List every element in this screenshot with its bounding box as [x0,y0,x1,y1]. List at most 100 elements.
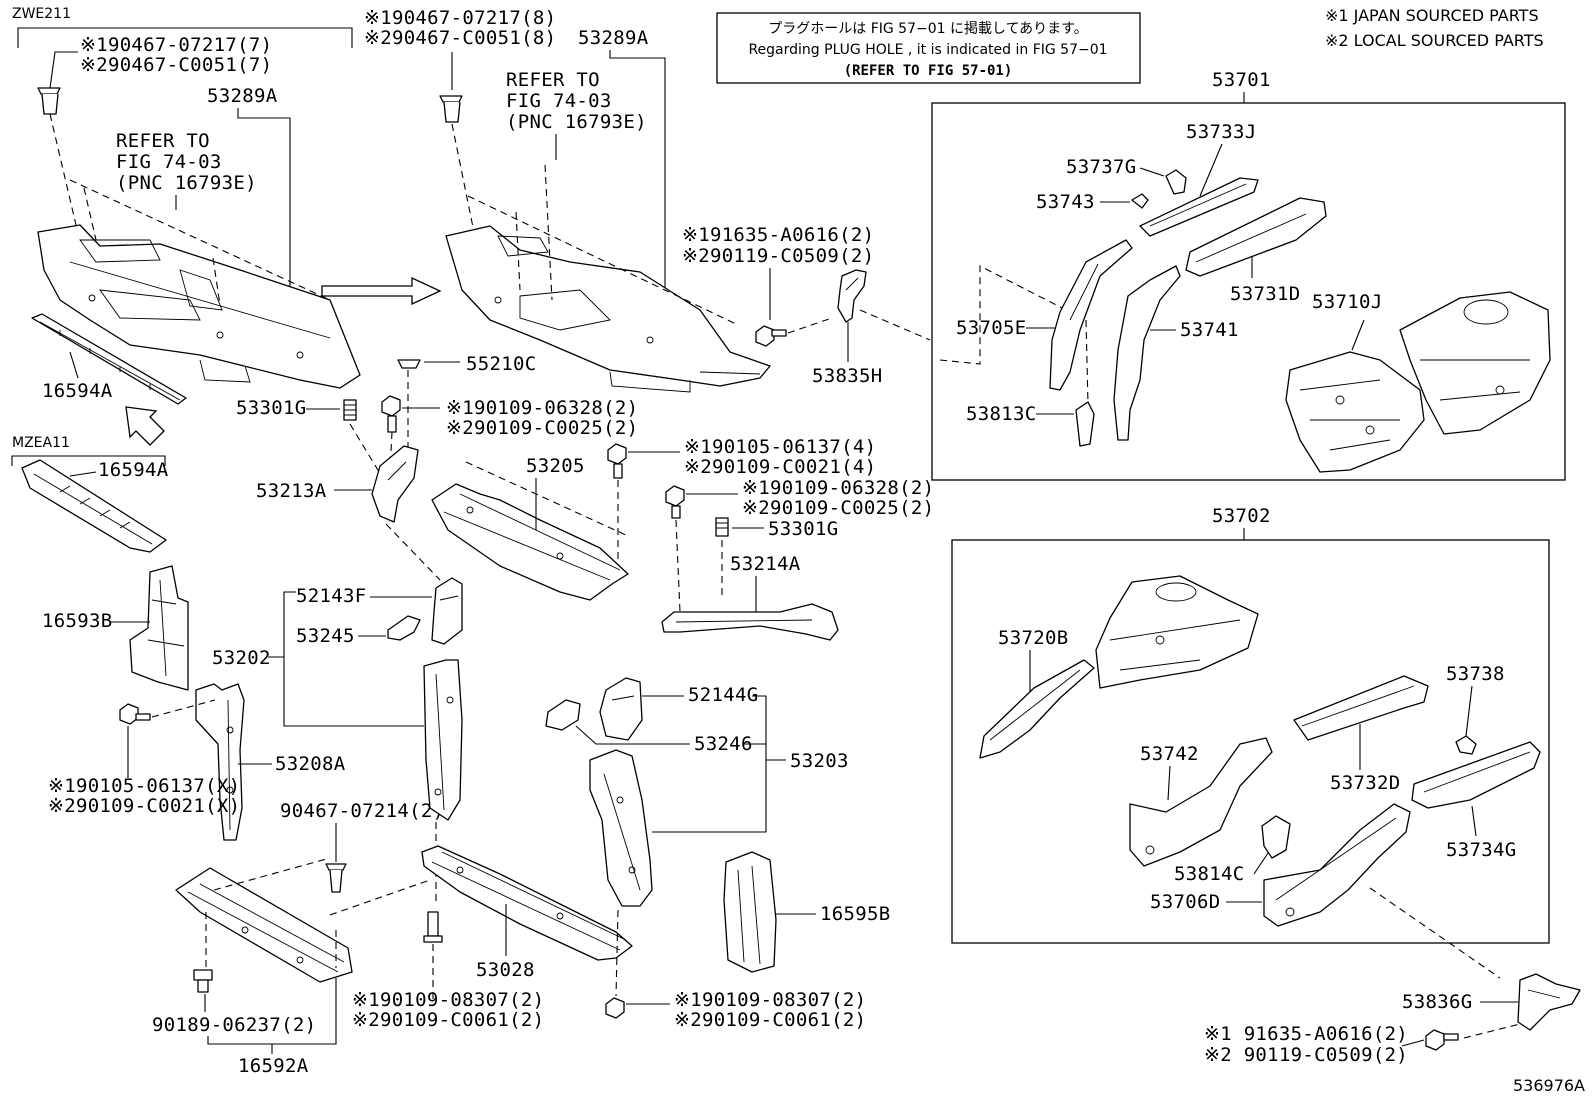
refer-left-1: REFER TO [116,130,210,152]
label-53205: 53205 [526,455,585,477]
label-16594A-top: 16594A [42,380,113,402]
label-53203: 53203 [790,750,849,772]
mzea11-bracket [11,455,166,466]
part-16594A-top [31,313,187,405]
label-53028: 53028 [476,959,535,981]
refer-mid-3: (PNC 16793E) [506,111,647,133]
part-53710J-b [1399,291,1551,435]
label-53741: 53741 [1180,319,1239,341]
label-53202: 53202 [212,647,271,669]
label-53245: 53245 [296,625,355,647]
leader-53289A-left [237,108,291,340]
label-53734G: 53734G [1446,839,1516,861]
part-16593B [129,565,189,691]
bolt-53208A-icon [119,703,151,725]
part-53702-tower [1095,575,1259,689]
label-53706D: 53706D [1150,891,1220,913]
label-53813C: 53813C [966,403,1036,425]
label-53733J: 53733J [1186,121,1256,143]
part-53738 [1455,735,1477,755]
arrow-up [125,406,165,446]
label-bolt-53214-2: ※290109-C0025(2) [742,497,934,519]
clip-90467-icon [325,863,347,893]
label-bolt-53205-2: ※290109-C0021(4) [684,456,876,478]
part-53743 [1131,193,1149,209]
label-53743: 53743 [1036,191,1095,213]
part-53246 [545,699,581,731]
refer-mid-2: FIG 74-03 [506,90,612,112]
label-bolt-53028-2: ※290109-C0061(2) [352,1009,544,1031]
refer-left-3: (PNC 16793E) [116,172,257,194]
leader-53246 [575,725,690,745]
bolt-53205-icon [607,443,627,479]
leader-53202-a [268,591,296,658]
label-53301G-a: 53301G [236,397,306,419]
bolt-53213-icon [381,395,401,433]
refer-left-2: FIG 74-03 [116,151,222,173]
label-bolt-53208A-1: ※190105-06137(X) [48,775,240,797]
label-53214A: 53214A [730,553,801,575]
part-55210C [397,359,421,369]
legend-local: ※2 LOCAL SOURCED PARTS [1325,31,1544,50]
label-53301G-b: 53301G [768,518,838,540]
label-52144G: 52144G [688,684,758,706]
label-53835H: 53835H [812,365,882,387]
label-clip-left-1: ※190467-07217(7) [80,34,272,56]
part-53814C [1261,815,1291,859]
part-53720B [979,659,1095,759]
arrow-right [321,276,442,306]
label-53720B: 53720B [998,627,1068,649]
clip-90189-icon [193,969,213,993]
label-53213A: 53213A [256,480,327,502]
label-bolt-top-1: ※191635-A0616(2) [682,224,874,246]
part-53737G [1165,169,1187,195]
label-bolt-bottom-1: ※1 91635-A0616(2) [1204,1023,1408,1045]
box-53701 [931,102,1566,481]
part-52143F [431,577,463,645]
part-53836G [1517,973,1581,1031]
leader-53203 [652,695,767,833]
part-16595B [723,851,777,973]
label-53731D: 53731D [1230,283,1300,305]
label-clip-mid-2: ※290467-C0051(8) [364,27,556,49]
label-55210C: 55210C [466,353,536,375]
part-53028 [421,845,633,961]
clip-left-icon [37,87,61,115]
label-53814C: 53814C [1174,863,1244,885]
dash-53705E [939,265,1067,365]
part-53301G-b [715,517,729,537]
label-bolt-52144-1: ※190109-08307(2) [674,989,866,1011]
figure-id: 536976A [1513,1076,1585,1095]
label-52143F: 52143F [296,585,366,607]
part-53203 [589,749,653,907]
variant-mzea11: MZEA11 [12,435,70,451]
part-53734G [1411,741,1541,809]
label-53732D: 53732D [1330,772,1400,794]
label-53738: 53738 [1446,663,1505,685]
part-53705E [1049,239,1133,391]
label-53705E: 53705E [956,317,1026,339]
label-bolt-bottom-2: ※2 90119-C0509(2) [1204,1044,1408,1066]
part-53710J [1285,351,1425,473]
part-16592A [175,867,353,983]
label-53289A-mid: 53289A [578,27,649,49]
label-bolt-53208A-2: ※290109-C0021(X) [48,795,240,817]
bolt-53028-icon [423,911,443,943]
refer-mid-1: REFER TO [506,69,600,91]
label-53246: 53246 [694,733,753,755]
label-53836G: 53836G [1402,991,1472,1013]
label-bolt-53213-1: ※190109-06328(2) [446,397,638,419]
part-53835H [837,269,867,323]
label-53701: 53701 [1212,69,1271,91]
label-bolt-53028-1: ※190109-08307(2) [352,989,544,1011]
label-bolt-53213-2: ※290109-C0025(2) [446,417,638,439]
label-clip-left-2: ※290467-C0051(7) [80,54,272,76]
label-bolt-53205-1: ※190105-06137(4) [684,436,876,458]
engine-undercover-mid [445,225,771,393]
part-52144G [599,677,643,741]
part-53213A [371,445,419,523]
label-16595B: 16595B [820,903,890,925]
label-53208A: 53208A [275,753,346,775]
box-53702 [951,539,1550,944]
leader-53289A-mid [609,50,666,358]
